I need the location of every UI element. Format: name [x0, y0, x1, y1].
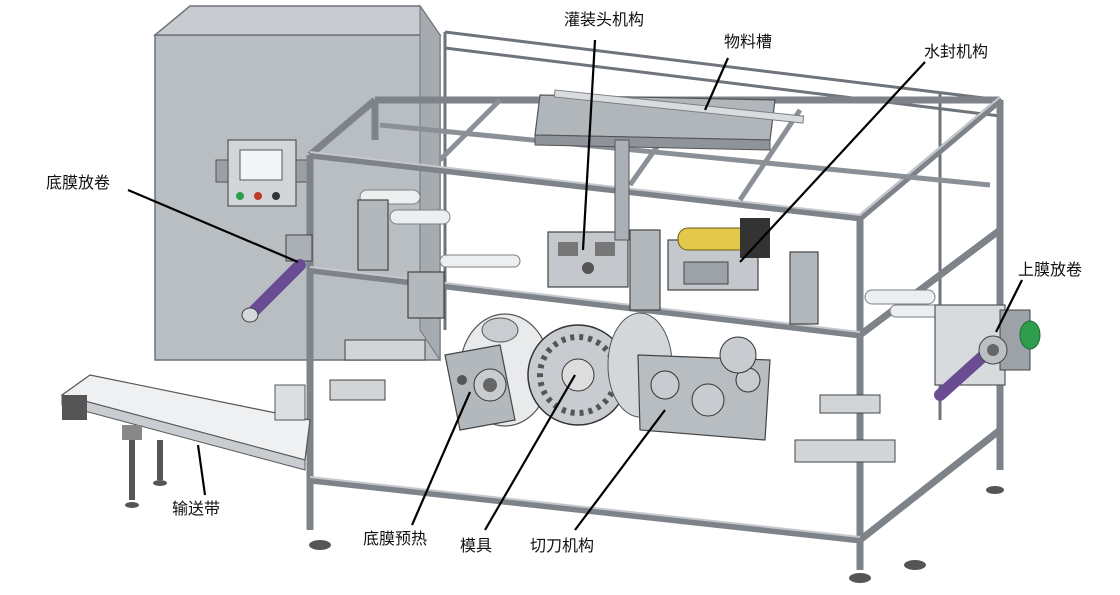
top-film-unwind — [934, 304, 1041, 401]
leader-conveyor — [196, 444, 207, 496]
control-cabinet — [152, 4, 442, 362]
machine-feet — [125, 480, 1004, 583]
label-conveyor: 输送带 — [172, 499, 221, 518]
red-button-icon — [254, 192, 262, 200]
label-mold: 模具 — [460, 536, 493, 555]
leader-filling-head — [581, 39, 597, 251]
motor-icon — [1019, 320, 1041, 350]
material-tank — [534, 94, 776, 151]
leader-bottom-film-unwind — [127, 188, 299, 264]
conveyor-motor-icon — [62, 395, 87, 420]
label-filling-head: 灌装头机构 — [564, 10, 645, 29]
filling-head — [547, 139, 630, 288]
water-seal — [667, 218, 770, 291]
leader-mold — [484, 374, 576, 531]
black-button-icon — [272, 192, 280, 200]
leader-lines — [127, 39, 1023, 531]
control-panel — [215, 139, 309, 207]
cylinders — [329, 339, 896, 463]
conveyor — [60, 374, 311, 500]
front-frame — [306, 96, 1004, 570]
bracket-plates — [357, 199, 819, 325]
label-material-tank: 物料槽 — [724, 32, 773, 51]
top-shafts — [359, 89, 951, 318]
label-water-seal: 水封机构 — [924, 42, 989, 61]
leader-water-seal — [739, 61, 926, 263]
cutter-mechanism — [637, 336, 771, 441]
label-bottom-film-unwind: 底膜放卷 — [46, 173, 111, 192]
leader-cutter — [574, 409, 666, 531]
label-cutter: 切刀机构 — [530, 536, 595, 555]
leader-material-tank — [703, 57, 730, 111]
leader-preheat — [410, 391, 472, 526]
leader-top-film-unwind — [995, 279, 1023, 333]
frame-highlights — [309, 96, 1001, 538]
label-bottom-film-preheat: 底膜预热 — [363, 529, 428, 548]
label-top-film-unwind: 上膜放卷 — [1018, 260, 1083, 279]
green-button-icon — [236, 192, 244, 200]
bottom-film-unwind-shaft — [241, 234, 313, 323]
